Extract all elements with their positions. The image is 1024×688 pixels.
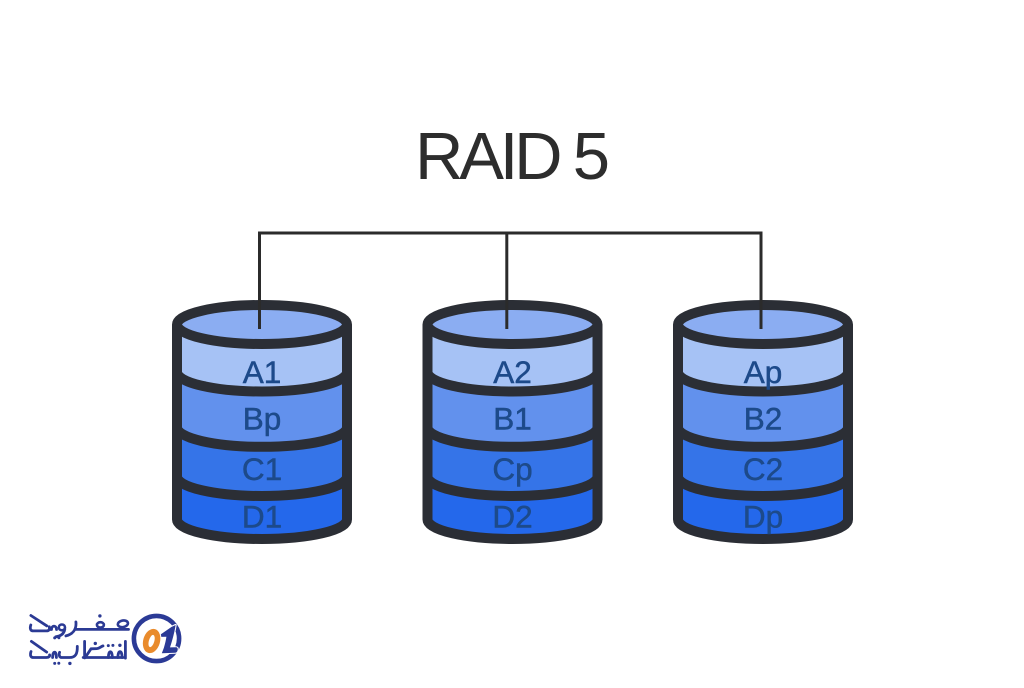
svg-text:A1: A1 xyxy=(243,354,282,390)
svg-text:B1: B1 xyxy=(493,400,532,436)
svg-text:Dp: Dp xyxy=(743,499,783,535)
svg-text:B2: B2 xyxy=(744,400,783,436)
svg-text:Cp: Cp xyxy=(492,451,532,487)
svg-text:D2: D2 xyxy=(492,499,532,535)
svg-text:A2: A2 xyxy=(493,354,532,390)
svg-text:Bp: Bp xyxy=(243,400,282,436)
svg-text:D1: D1 xyxy=(242,499,282,535)
svg-text:Ap: Ap xyxy=(744,354,783,390)
svg-text:RAID 5: RAID 5 xyxy=(415,119,610,194)
svg-text:C2: C2 xyxy=(743,451,783,487)
svg-text:C1: C1 xyxy=(242,451,282,487)
